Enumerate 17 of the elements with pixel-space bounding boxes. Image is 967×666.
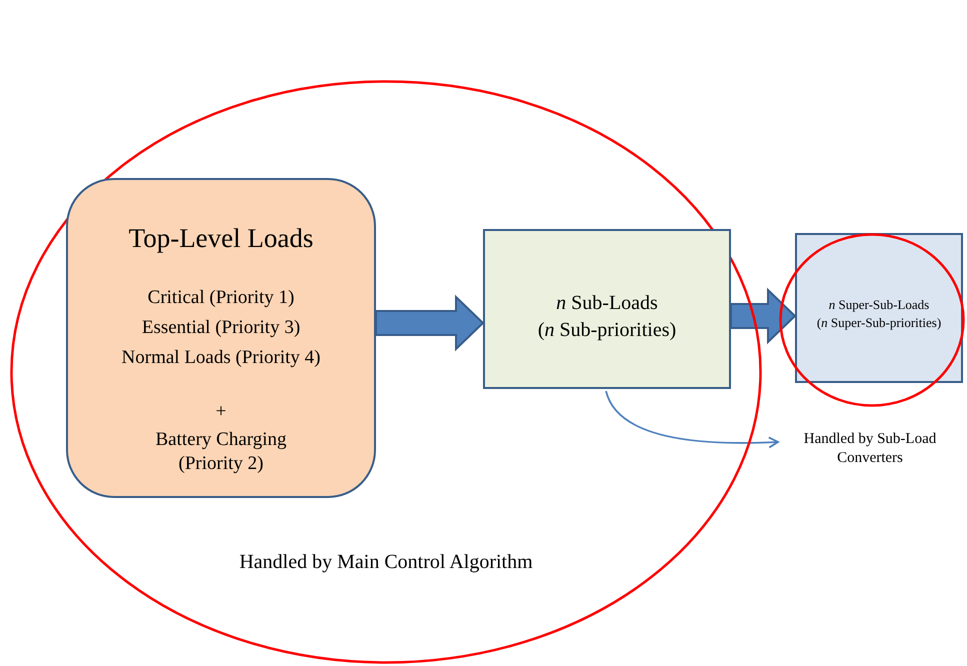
box-text: (n Sub-priorities) bbox=[536, 318, 678, 343]
box-text: Critical (Priority 1) bbox=[146, 286, 296, 310]
box-title: Top-Level Loads bbox=[128, 222, 314, 255]
box-text: + bbox=[214, 400, 228, 424]
box-text: n Super-Sub-Loads bbox=[828, 297, 930, 314]
process-box bbox=[483, 229, 731, 389]
process-box bbox=[66, 178, 376, 498]
note-text: Handled by Sub-Load Converters bbox=[802, 430, 938, 468]
box-text: n Sub-Loads bbox=[555, 291, 659, 316]
box-text: Essential (Priority 3) bbox=[140, 316, 302, 340]
box-text: Normal Loads (Priority 4) bbox=[120, 346, 322, 370]
box-text: (n Super-Sub-priorities) bbox=[816, 315, 942, 332]
block-arrow bbox=[730, 288, 796, 344]
block-arrow bbox=[375, 294, 484, 352]
curved-arrow bbox=[605, 390, 779, 448]
box-text: Battery Charging (Priority 2) bbox=[154, 428, 288, 476]
region-label: Handled by Main Control Algorithm bbox=[238, 550, 534, 575]
